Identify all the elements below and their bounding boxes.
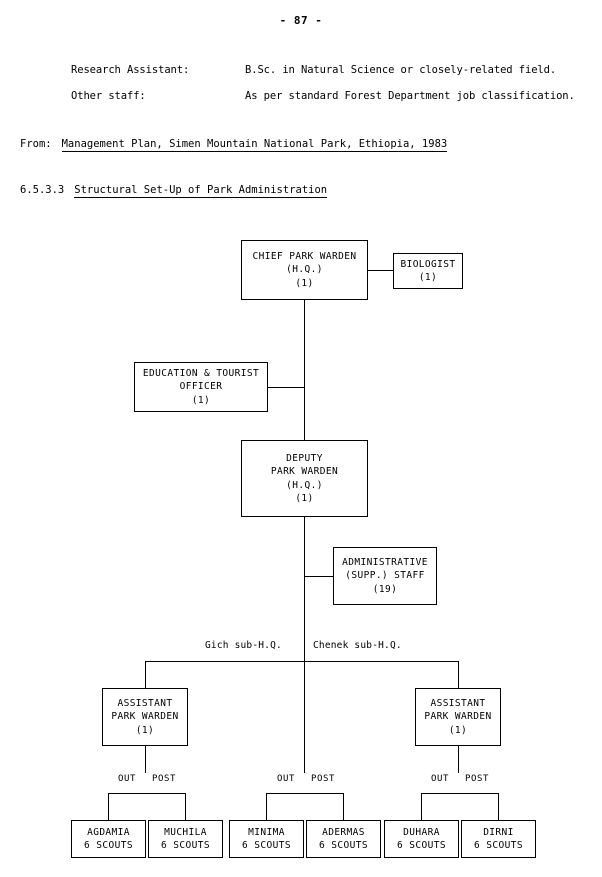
node-biologist: BIOLOGIST (1) — [393, 253, 463, 289]
node-biologist-line2: (1) — [418, 272, 438, 283]
requirement-value-other-staff: As per standard Forest Department job cl… — [245, 90, 575, 102]
connector-deputy-to-branch-bar — [304, 517, 305, 661]
node-minima-line2: 6 SCOUTS — [242, 840, 291, 851]
connector-trunk-to-administrative — [304, 576, 333, 577]
node-education-line3: (1) — [191, 394, 211, 406]
requirement-value-research-assistant: B.Sc. in Natural Science or closely-rela… — [245, 64, 557, 76]
node-outpost-muchila: MUCHILA 6 SCOUTS — [148, 820, 223, 858]
node-duhara-line1: DUHARA — [403, 826, 440, 838]
node-dirni-line1: DIRNI — [483, 826, 514, 838]
node-apw-right-line2: PARK WARDEN — [424, 711, 492, 723]
connector-bracket-right-to-duhara — [421, 793, 422, 820]
outpost-label-post-center: POST — [311, 774, 336, 784]
node-duhara-line2: 6 SCOUTS — [397, 840, 446, 851]
node-apw-right-line1: ASSISTANT — [430, 697, 486, 709]
connector-chief-to-deputy — [304, 300, 305, 440]
node-chief-line3: (1) — [295, 277, 314, 289]
outpost-bracket-center — [266, 793, 343, 794]
connector-bracket-left-to-agdamia — [108, 793, 109, 820]
node-outpost-adermas: ADERMAS 6 SCOUTS — [306, 820, 381, 858]
source-line: From: Management Plan, Simen Mountain Nat… — [20, 138, 448, 152]
node-chief-line1: CHIEF PARK WARDEN — [252, 250, 357, 262]
node-deputy-line4: (1) — [295, 493, 314, 504]
branch-distribution-bar — [145, 661, 459, 662]
section-number: 6.5.3.3 — [20, 184, 65, 196]
page-number: - 87 - — [279, 14, 323, 27]
section-heading: 6.5.3.3 Structural Set-Up of Park Adminis… — [20, 184, 328, 198]
outpost-label-post-right: POST — [465, 774, 490, 784]
node-assistant-park-warden-gich: ASSISTANT PARK WARDEN (1) — [102, 688, 188, 746]
outpost-label-out-right: OUT — [431, 774, 450, 784]
connector-bar-to-apw-left — [145, 661, 146, 688]
connector-bar-to-apw-right — [458, 661, 459, 688]
node-deputy-line3: (H.Q.) — [286, 479, 323, 491]
node-education-line1: EDUCATION & TOURIST — [142, 367, 260, 379]
node-adermas-line1: ADERMAS — [322, 826, 365, 838]
branch-label-chenek: Chenek sub-H.Q. — [313, 640, 402, 651]
connector-bracket-center-to-adermas — [343, 793, 344, 820]
connector-bracket-center-to-minima — [266, 793, 267, 820]
node-outpost-agdamia: AGDAMIA 6 SCOUTS — [71, 820, 146, 858]
requirement-label-other-staff: Other staff: — [71, 90, 146, 102]
connector-bar-to-center-outpost — [304, 661, 305, 773]
outpost-label-out-center: OUT — [277, 774, 296, 784]
node-outpost-dirni: DIRNI 6 SCOUTS — [461, 820, 536, 858]
source-key: From: — [20, 138, 52, 150]
connector-bracket-right-to-dirni — [498, 793, 499, 820]
connector-chief-to-biologist — [368, 270, 393, 271]
node-outpost-minima: MINIMA 6 SCOUTS — [229, 820, 304, 858]
node-apw-left-line3: (1) — [135, 724, 155, 736]
node-deputy-line2: PARK WARDEN — [270, 466, 339, 477]
outpost-label-out-left: OUT — [118, 774, 137, 784]
requirement-label-research-assistant: Research Assistant: — [71, 64, 190, 76]
node-admin-line3: (19) — [372, 583, 398, 595]
node-apw-left-line2: PARK WARDEN — [111, 711, 179, 723]
node-minima-line1: MINIMA — [248, 826, 285, 838]
outpost-label-post-left: POST — [152, 774, 177, 784]
node-adermas-line2: 6 SCOUTS — [319, 840, 368, 851]
node-education-tourist-officer: EDUCATION & TOURIST OFFICER (1) — [134, 362, 268, 412]
node-education-line2: OFFICER — [179, 381, 223, 393]
connector-apw-left-stem — [145, 746, 146, 773]
branch-label-gich: Gich sub-H.Q. — [205, 640, 282, 651]
source-citation: Management Plan, Simen Mountain National… — [61, 138, 448, 152]
node-muchila-line1: MUCHILA — [164, 826, 207, 838]
outpost-bracket-right — [421, 793, 498, 794]
node-chief-park-warden: CHIEF PARK WARDEN (H.Q.) (1) — [241, 240, 368, 300]
node-biologist-line1: BIOLOGIST — [400, 258, 456, 270]
node-admin-line2: (SUPP.) STAFF — [345, 570, 425, 582]
node-administrative-staff: ADMINISTRATIVE (SUPP.) STAFF (19) — [333, 547, 437, 605]
connector-apw-right-stem — [458, 746, 459, 773]
node-outpost-duhara: DUHARA 6 SCOUTS — [384, 820, 459, 858]
node-chief-line2: (H.Q.) — [286, 264, 323, 276]
section-title: Structural Set-Up of Park Administration — [74, 184, 328, 198]
connector-education-to-trunk — [268, 387, 305, 388]
node-apw-right-line3: (1) — [448, 724, 468, 736]
connector-bracket-left-to-muchila — [185, 793, 186, 820]
node-admin-line1: ADMINISTRATIVE — [342, 556, 428, 568]
node-assistant-park-warden-chenek: ASSISTANT PARK WARDEN (1) — [415, 688, 501, 746]
node-agdamia-line2: 6 SCOUTS — [84, 840, 133, 851]
node-dirni-line2: 6 SCOUTS — [474, 840, 523, 851]
node-agdamia-line1: AGDAMIA — [87, 826, 130, 838]
node-deputy-line1: DEPUTY — [286, 452, 323, 464]
outpost-bracket-left — [108, 793, 185, 794]
node-muchila-line2: 6 SCOUTS — [161, 840, 210, 851]
node-deputy-park-warden: DEPUTY PARK WARDEN (H.Q.) (1) — [241, 440, 368, 517]
node-apw-left-line1: ASSISTANT — [117, 697, 173, 709]
